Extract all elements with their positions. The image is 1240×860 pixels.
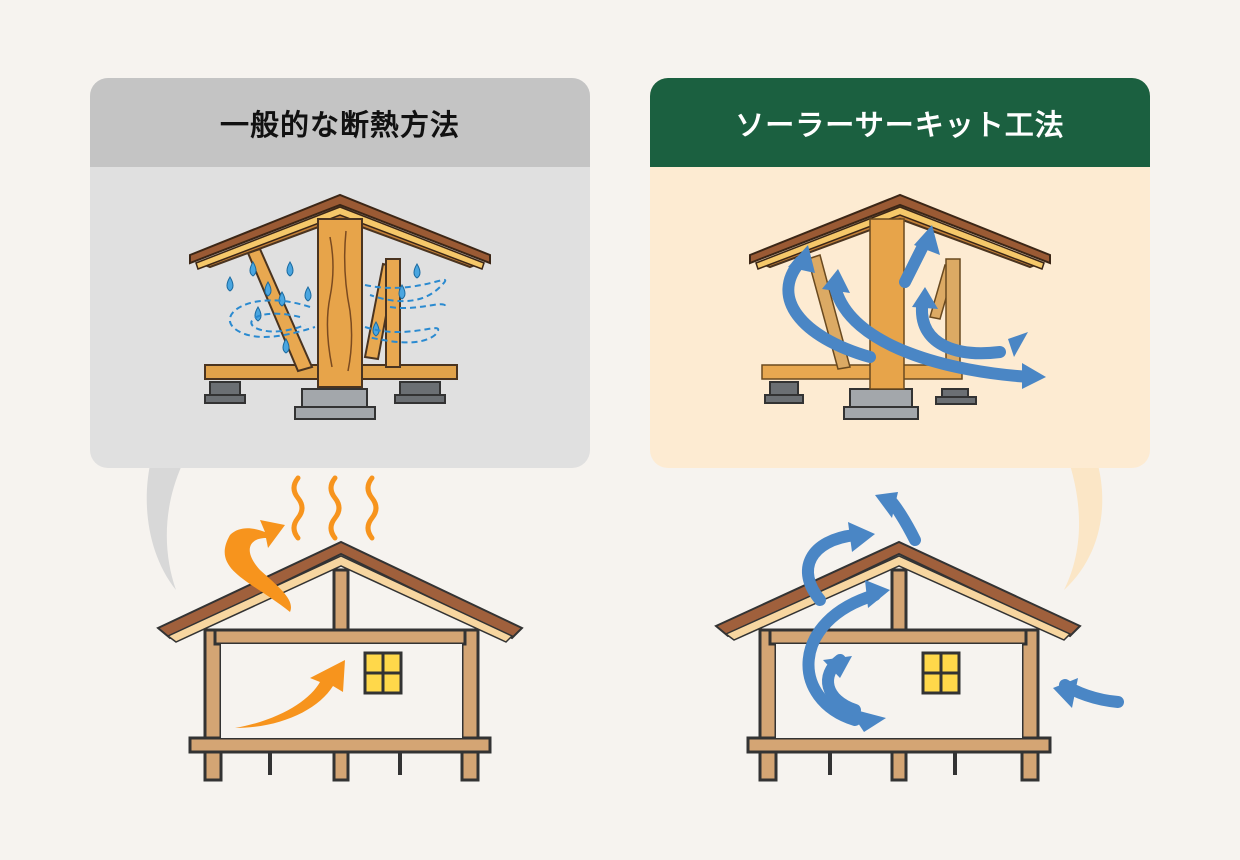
timber-frame-airflow-illustration: [749, 193, 1051, 420]
left-bubble-tail: [146, 465, 182, 590]
right-bubble-tail: [1064, 465, 1103, 590]
house-heat-escape-illustration: [156, 475, 524, 782]
house-air-circulation-illustration: [714, 492, 1124, 782]
conventional-insulation-panel: 一般的な断熱方法: [90, 78, 590, 468]
panel-title-solar-circuit: ソーラーサーキット工法: [650, 78, 1150, 167]
solar-circuit-panel: ソーラーサーキット工法: [650, 78, 1150, 468]
timber-frame-moisture-illustration: [189, 193, 491, 420]
panel-title-conventional: 一般的な断熱方法: [90, 78, 590, 167]
